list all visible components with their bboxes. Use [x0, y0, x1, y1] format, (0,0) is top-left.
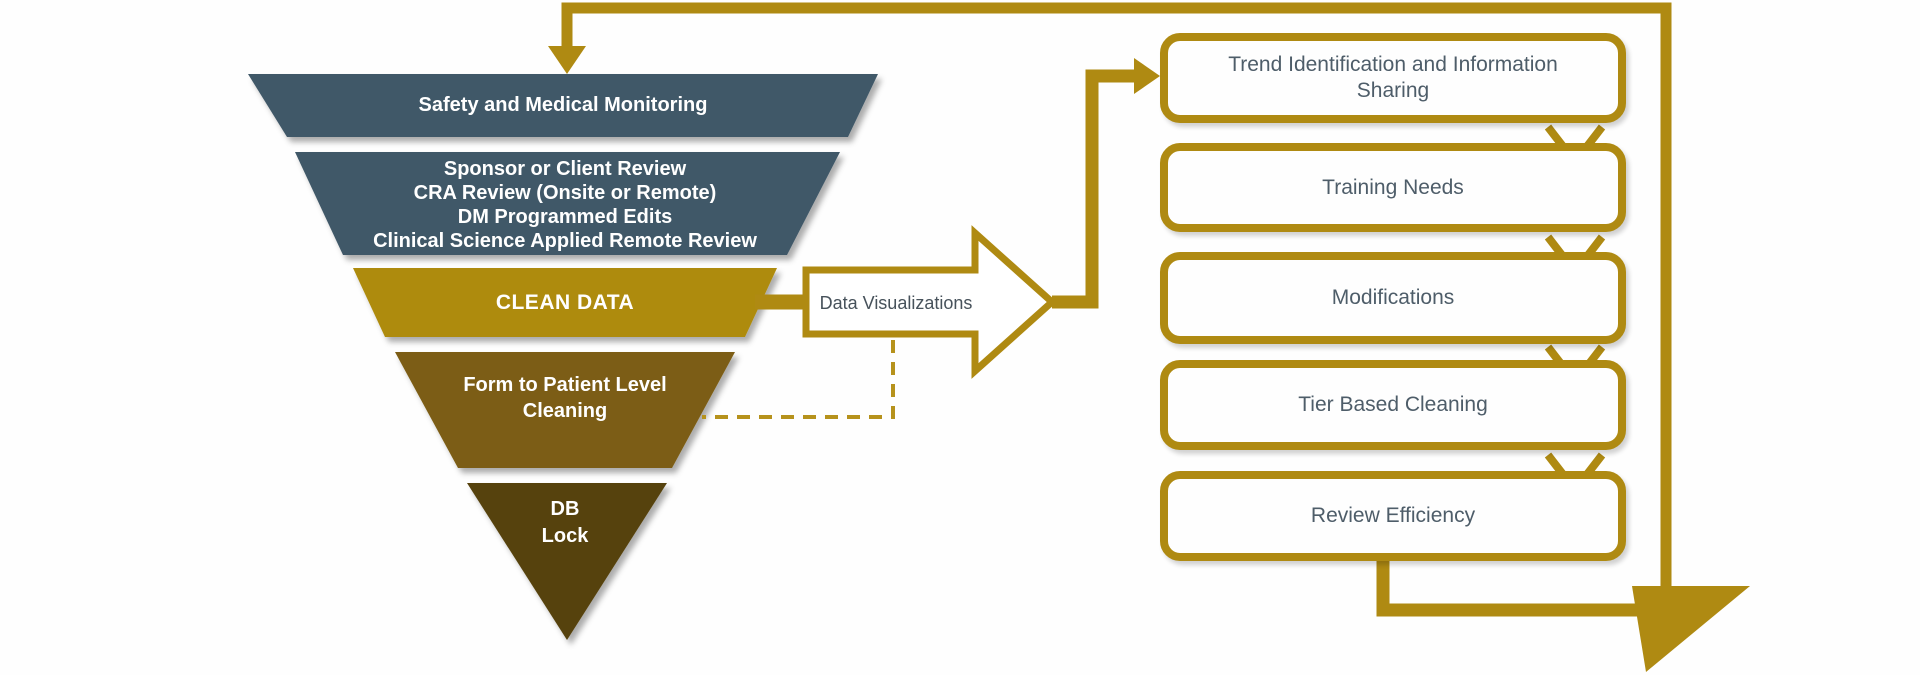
- outcome-label: Trend Identification and Information Sha…: [1228, 53, 1558, 102]
- funnel-entry-arrowhead-icon: [548, 46, 586, 74]
- review-to-loop-line: [1376, 553, 1650, 617]
- dataviz-to-trend-line: [1052, 69, 1136, 309]
- outcome-label: Tier Based Cleaning: [1298, 393, 1488, 416]
- funnel-stage-db-lock: [467, 483, 667, 640]
- funnel-label-db-lock: DB Lock: [541, 498, 589, 547]
- loop-end-arrowhead-icon: [1632, 586, 1750, 672]
- funnel-label-safety-monitoring: Safety and Medical Monitoring: [418, 94, 708, 116]
- outcome-box-modifications: Modifications: [1160, 252, 1626, 344]
- funnel-stage-reviews: [295, 152, 840, 255]
- outcome-box-review-efficiency: Review Efficiency: [1160, 471, 1626, 561]
- outcome-label: Review Efficiency: [1310, 504, 1476, 527]
- feedback-loop-line: [561, 2, 1672, 588]
- dashed-link-line: [702, 340, 895, 419]
- funnel-stage-form-to-patient: [395, 352, 735, 468]
- funnel-stage-safety-monitoring: [248, 74, 878, 137]
- outcome-label: Training Needs: [1322, 175, 1464, 199]
- outcome-box-trend-identification: Trend Identification and Information Sha…: [1160, 33, 1626, 123]
- funnel-label-reviews: Sponsor or Client Review CRA Review (Ons…: [373, 158, 757, 252]
- data-visualizations-block-arrow: [802, 225, 1058, 379]
- outcome-box-tier-based-cleaning: Tier Based Cleaning: [1160, 360, 1626, 450]
- funnel-stage-clean-data: [353, 268, 777, 337]
- outcome-label: Modifications: [1331, 286, 1455, 309]
- funnel-label-form-to-patient: Form to Patient Level Cleaning: [463, 374, 667, 422]
- funnel-label-clean-data: CLEAN DATA: [495, 291, 635, 314]
- outcome-box-training-needs: Training Needs: [1160, 143, 1626, 232]
- data-visualizations-label: Data Visualizations: [819, 292, 973, 313]
- trend-arrowhead-icon: [1134, 58, 1160, 94]
